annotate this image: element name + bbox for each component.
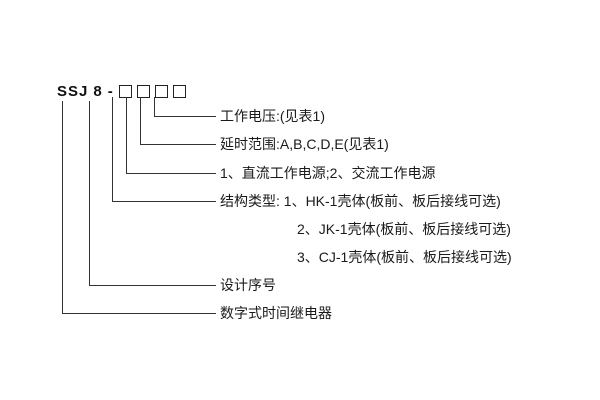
connector-hline-power-supply xyxy=(126,173,216,174)
digit-box-2 xyxy=(136,85,150,98)
model-dash-text: - xyxy=(107,83,114,100)
label-product-name: 数字式时间继电器 xyxy=(220,305,332,321)
label-structure-type-2: 2、JK-1壳体(板前、板后接线可选) xyxy=(297,221,511,237)
connector-hline-product-name xyxy=(62,313,216,314)
connector-vline-series xyxy=(62,101,63,314)
model-code: SSJ 8 - xyxy=(57,83,186,100)
connector-hline-delay-range xyxy=(140,144,216,145)
label-design-serial: 设计序号 xyxy=(220,277,276,293)
label-structure-type-3: 3、CJ-1壳体(板前、板后接线可选) xyxy=(297,249,512,265)
digit-box-1 xyxy=(118,85,132,98)
digit-box-4 xyxy=(172,85,186,98)
label-working-voltage: 工作电压:(见表1) xyxy=(220,108,325,124)
connector-vline-box3 xyxy=(140,97,141,145)
connector-hline-design-serial xyxy=(89,285,216,286)
connector-hline-working-voltage xyxy=(154,116,216,117)
digit-box-3 xyxy=(154,85,168,98)
connector-hline-structure-type xyxy=(112,201,216,202)
connector-vline-box2 xyxy=(126,97,127,174)
model-series-text: SSJ xyxy=(57,83,89,100)
label-power-supply: 1、直流工作电源;2、交流工作电源 xyxy=(220,165,436,181)
label-structure-type-1: 结构类型: 1、HK-1壳体(板前、板后接线可选) xyxy=(220,193,501,209)
model-number-text: 8 xyxy=(93,83,103,100)
connector-vline-box4 xyxy=(154,97,155,117)
label-delay-range: 延时范围:A,B,C,D,E(见表1) xyxy=(220,136,389,152)
connector-vline-number xyxy=(89,101,90,286)
connector-vline-box1 xyxy=(112,97,113,202)
